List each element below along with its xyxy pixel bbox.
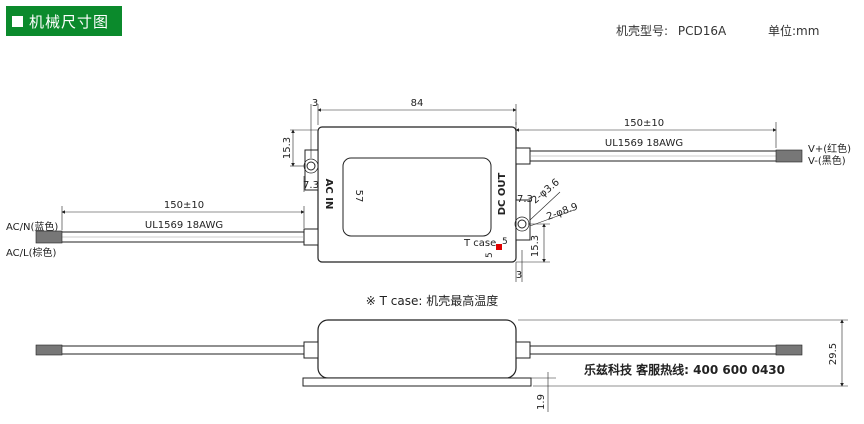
side-view: 29.5 1.9 乐兹科技 客服热线: 400 600 0430 bbox=[35, 319, 848, 412]
dim-5-a: 5 bbox=[502, 237, 508, 247]
right-cable-strip bbox=[775, 149, 803, 163]
side-housing bbox=[317, 319, 517, 379]
dc-out-label: DC OUT bbox=[497, 173, 508, 216]
v-plus-label: V+(红色) bbox=[808, 142, 851, 155]
dim-84: 84 bbox=[411, 98, 424, 109]
right-mount-hole bbox=[517, 219, 527, 229]
tcase-marker bbox=[496, 244, 502, 250]
model-info: 机壳型号: PCD16A bbox=[616, 22, 726, 39]
dim-57: 57 bbox=[353, 190, 364, 203]
tcase-label: T case bbox=[463, 238, 496, 249]
dim-15-3-right: 15.3 bbox=[530, 235, 541, 257]
dim-15-3-left: 15.3 bbox=[282, 137, 293, 159]
side-base-plate bbox=[302, 377, 532, 387]
dim-1-9: 1.9 bbox=[536, 394, 547, 410]
dim-3-bottom: 3 bbox=[516, 270, 522, 281]
ac-n-label: AC/N(蓝色) bbox=[6, 220, 58, 233]
hole-label-2: 2-φ8.9 bbox=[545, 201, 579, 222]
dim-7-3-right: 7.3 bbox=[517, 194, 533, 205]
ac-l-label: AC/L(棕色) bbox=[6, 246, 56, 259]
dim-5-b: 5 bbox=[485, 252, 495, 258]
section-title: 机械尺寸图 bbox=[29, 12, 110, 31]
left-cable-gland bbox=[303, 228, 319, 246]
left-mount-hole bbox=[306, 161, 316, 171]
header-square-icon bbox=[12, 15, 23, 27]
unit-label: 单位:mm bbox=[768, 24, 820, 38]
ac-in-label: AC IN bbox=[323, 179, 334, 210]
left-cable-strip bbox=[35, 230, 63, 244]
right-cable-gland bbox=[515, 147, 531, 165]
right-lead-length: 150±10 bbox=[624, 118, 664, 129]
top-view: 84 3 15.3 7.3 57 AC IN DC OUT 150±10 UL1… bbox=[6, 98, 851, 282]
dim-7-3-left: 7.3 bbox=[303, 180, 319, 191]
hole-label-1: 2-φ3.6 bbox=[530, 177, 562, 206]
v-minus-label: V-(黑色) bbox=[808, 154, 846, 167]
section-header: 机械尺寸图 bbox=[6, 6, 122, 36]
dim-29-5: 29.5 bbox=[828, 343, 839, 365]
tcase-note: ※ T case: 机壳最高温度 bbox=[366, 293, 498, 308]
label-area bbox=[342, 157, 492, 237]
model-value: PCD16A bbox=[677, 24, 727, 38]
dim-3-left: 3 bbox=[312, 98, 318, 109]
left-lead-length: 150±10 bbox=[164, 200, 204, 211]
right-cable-spec: UL1569 18AWG bbox=[605, 138, 683, 149]
left-cable-spec: UL1569 18AWG bbox=[145, 220, 223, 231]
hotline-text: 乐兹科技 客服热线: 400 600 0430 bbox=[584, 362, 785, 377]
model-label: 机壳型号: bbox=[616, 24, 669, 38]
housing-outline bbox=[317, 126, 517, 263]
